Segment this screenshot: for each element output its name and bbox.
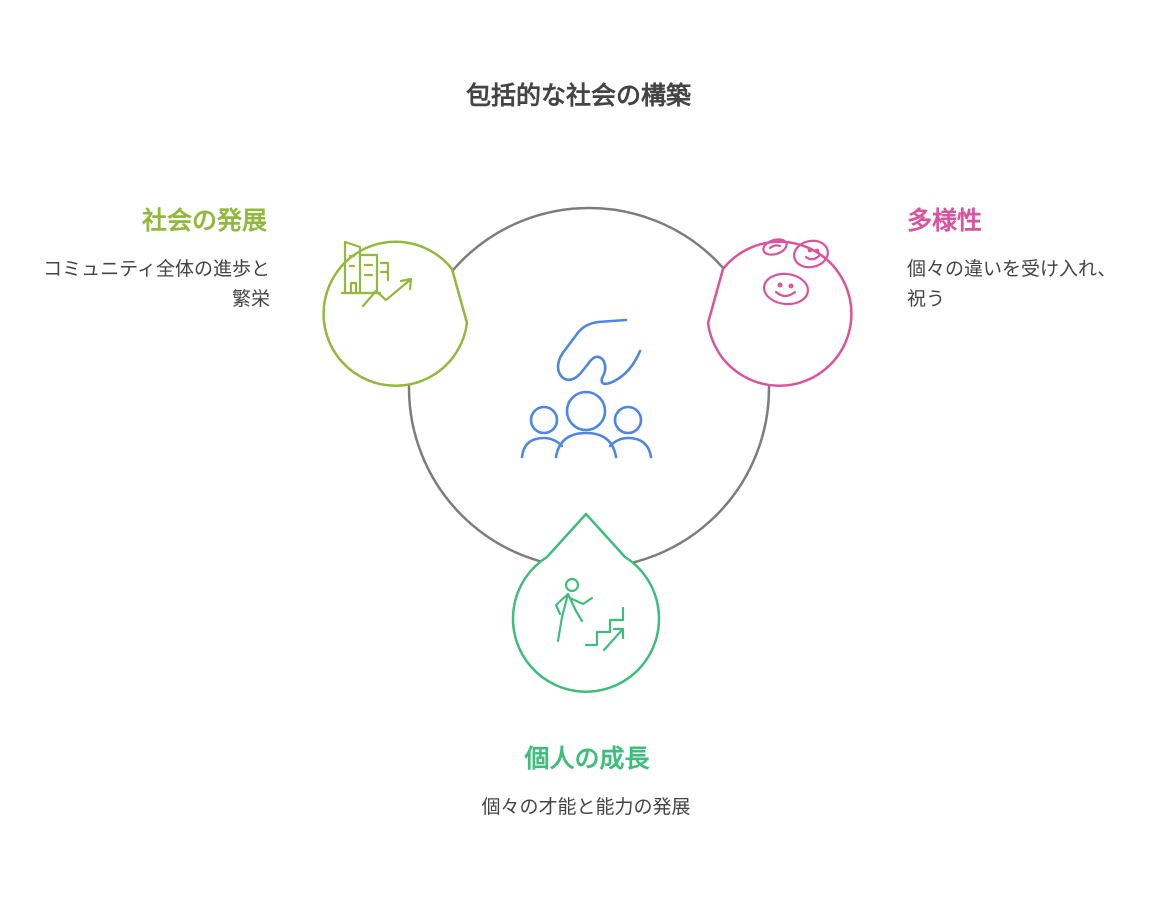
diversity-title: 多様性 xyxy=(907,206,983,235)
diversity-pin xyxy=(706,240,853,387)
hand-over-people-icon xyxy=(520,318,653,459)
social-development-title: 社会の発展 xyxy=(141,206,267,235)
smiling-faces-icon xyxy=(762,238,829,306)
individual-growth-title: 個人の成長 xyxy=(524,744,650,773)
social-development-description: コミュニティ全体の進歩と繁栄 xyxy=(43,258,270,310)
diversity-description: 個々の違いを受け入れ、祝う xyxy=(907,258,1117,310)
page-title: 包括的な社会の構築 xyxy=(465,81,691,110)
central-circle xyxy=(407,206,771,570)
person-climbing-stairs-icon xyxy=(554,577,625,652)
individual-growth-description: 個々の才能と能力の発展 xyxy=(481,796,691,818)
building-growth-icon xyxy=(340,240,413,308)
